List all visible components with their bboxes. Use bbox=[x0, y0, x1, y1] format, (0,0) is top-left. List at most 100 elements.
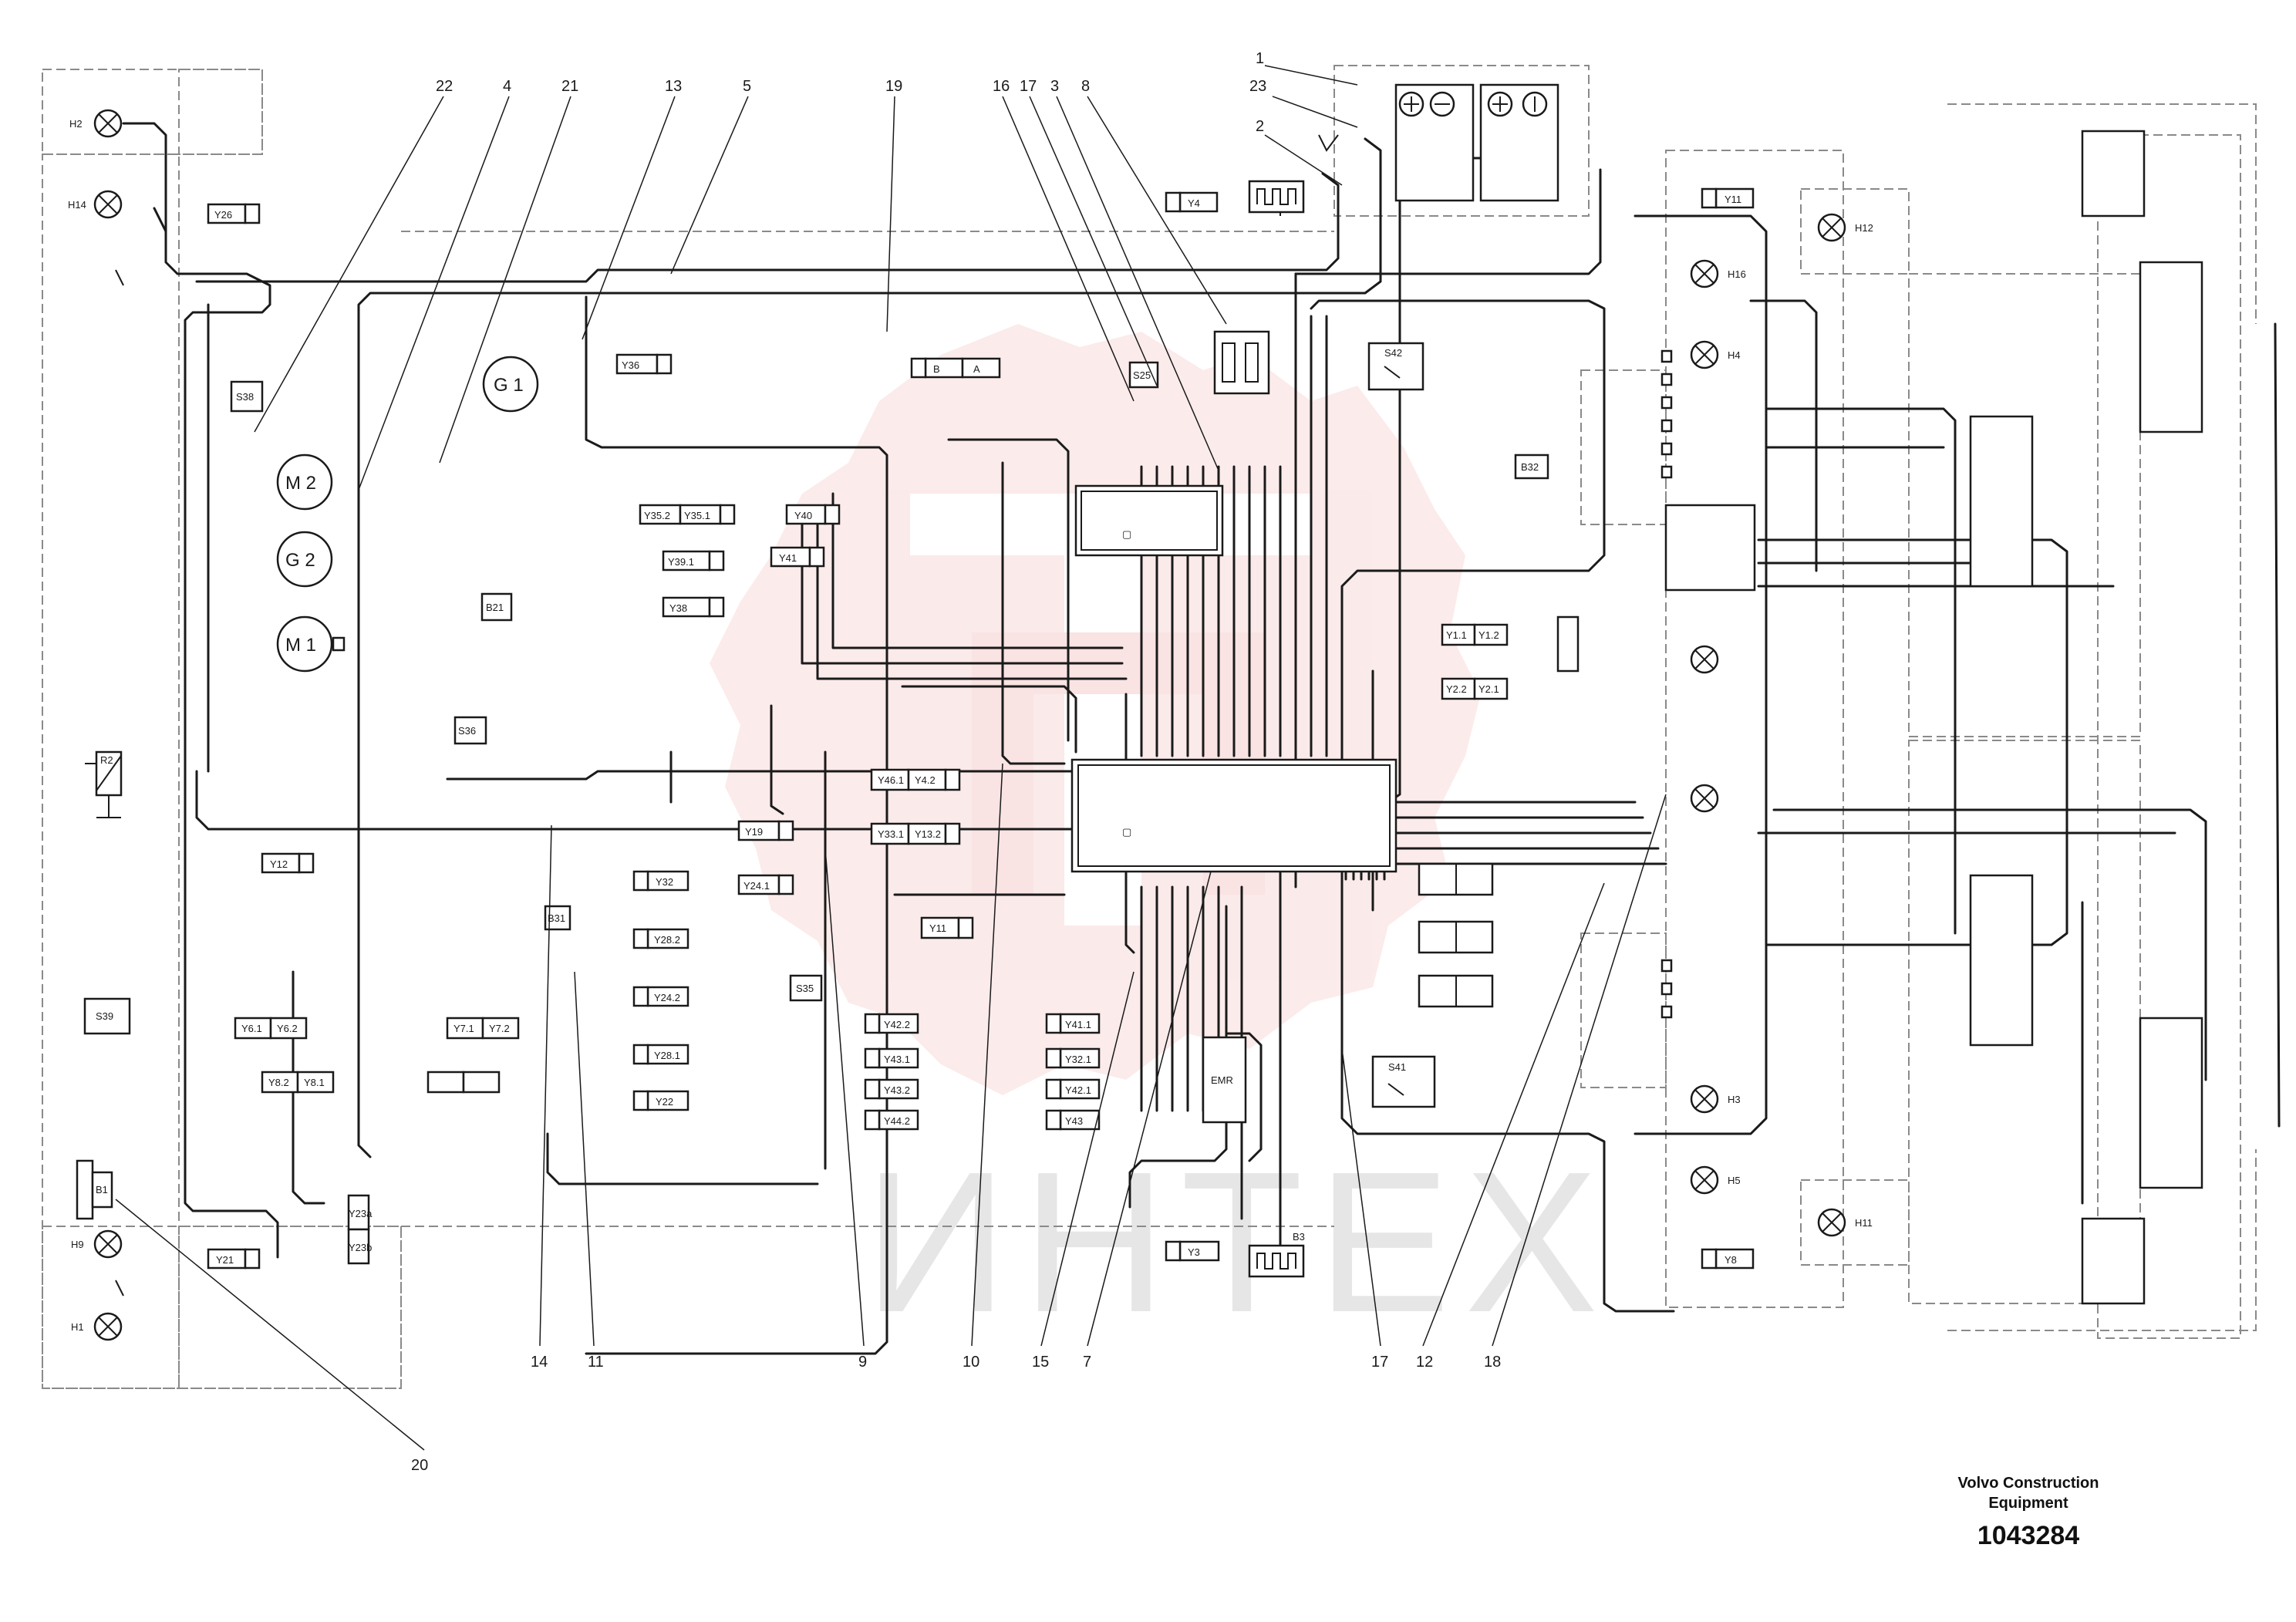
svg-text:Y32: Y32 bbox=[656, 876, 673, 888]
valve-y36: Y36 bbox=[615, 353, 673, 375]
document-number: 1043284 bbox=[1977, 1521, 2080, 1550]
valve-y32: Y32 bbox=[632, 870, 689, 892]
callout-4: 4 bbox=[503, 78, 511, 95]
svg-text:Y21: Y21 bbox=[216, 1254, 234, 1266]
callout-15: 15 bbox=[1032, 1354, 1049, 1371]
title-block: Volvo Construction Equipment 1043284 bbox=[1897, 1473, 2159, 1555]
svg-text:Y4: Y4 bbox=[1188, 197, 1200, 209]
valve-y23: Y23a Y23b bbox=[347, 1194, 373, 1265]
svg-text:Y43.1: Y43.1 bbox=[884, 1054, 910, 1065]
central-ecu: ▢ bbox=[1070, 758, 1397, 873]
valve-stack-y42-y43: Y42.2 Y43.1 Y43.2 Y44.2 bbox=[864, 1013, 919, 1131]
svg-text:Y6.1: Y6.1 bbox=[241, 1023, 262, 1034]
svg-text:M 1: M 1 bbox=[285, 635, 316, 656]
svg-text:Y8: Y8 bbox=[1725, 1254, 1737, 1266]
svg-text:Y35.1: Y35.1 bbox=[684, 510, 710, 521]
svg-text:S36: S36 bbox=[458, 725, 476, 737]
valve-y8: Y8.2 Y8.1 bbox=[261, 1071, 335, 1094]
watermark-text: ИНТЕХ bbox=[864, 1131, 1612, 1354]
valve-y19: Y19 bbox=[737, 820, 794, 841]
svg-text:Y2.1: Y2.1 bbox=[1478, 683, 1499, 695]
valve-y7: Y7.1 Y7.2 bbox=[446, 1017, 520, 1040]
svg-text:Y2.2: Y2.2 bbox=[1446, 683, 1467, 695]
svg-text:Y38: Y38 bbox=[669, 602, 687, 614]
resistor-r2: R2 bbox=[85, 750, 123, 818]
switch-s41: S41 bbox=[1371, 1055, 1436, 1108]
pulse-generator-top bbox=[1248, 180, 1305, 214]
upper-controller: ▢ bbox=[1074, 484, 1224, 557]
callout-18: 18 bbox=[1484, 1354, 1501, 1371]
svg-text:H16: H16 bbox=[1728, 268, 1746, 280]
svg-text:Y41: Y41 bbox=[779, 552, 797, 564]
callout-21: 21 bbox=[561, 78, 578, 95]
svg-text:Y43.2: Y43.2 bbox=[884, 1084, 910, 1096]
svg-text:S25: S25 bbox=[1133, 369, 1151, 381]
valve-y39-1: Y39.1 bbox=[662, 550, 725, 572]
svg-text:B32: B32 bbox=[1521, 461, 1539, 473]
callout-23: 23 bbox=[1249, 78, 1266, 95]
harness-bundle bbox=[801, 315, 1667, 1220]
sensor-s25: S25 bbox=[1128, 361, 1159, 389]
enclosures bbox=[42, 65, 2257, 1389]
callout-2: 2 bbox=[1256, 118, 1264, 135]
svg-text:Y28.2: Y28.2 bbox=[654, 934, 680, 946]
svg-text:Y35.2: Y35.2 bbox=[644, 510, 670, 521]
lamp-h12: H12 bbox=[1817, 213, 1873, 242]
valve-y24-1: Y24.1 bbox=[737, 874, 794, 895]
svg-text:Y13.2: Y13.2 bbox=[915, 828, 941, 840]
switch-s42: S42 bbox=[1367, 342, 1424, 391]
svg-text:Y36: Y36 bbox=[622, 359, 639, 371]
svg-text:G 1: G 1 bbox=[494, 375, 524, 396]
valve-y24-2: Y24.2 bbox=[632, 986, 689, 1007]
callout-12: 12 bbox=[1416, 1354, 1433, 1371]
valve-y16: Y11 bbox=[1701, 187, 1755, 209]
svg-text:H14: H14 bbox=[68, 199, 86, 211]
svg-text:H4: H4 bbox=[1728, 349, 1741, 361]
sensor-s36: S36 bbox=[453, 716, 487, 745]
sensor-s38: S38 bbox=[230, 380, 264, 413]
callout-20: 20 bbox=[411, 1457, 428, 1474]
valve-y7-2-lower bbox=[426, 1071, 501, 1094]
svg-text:A: A bbox=[973, 363, 980, 375]
lamp-h11: H11 bbox=[1817, 1208, 1873, 1237]
svg-text:Y4.2: Y4.2 bbox=[915, 774, 936, 786]
svg-text:Y23b: Y23b bbox=[349, 1242, 372, 1253]
svg-text:Y22: Y22 bbox=[656, 1096, 673, 1108]
valve-y26-top: Y26 bbox=[207, 203, 261, 224]
valve-y4: Y4 bbox=[1165, 191, 1219, 213]
relay-blocks bbox=[1418, 862, 1494, 1008]
generator-g1: G 1 bbox=[482, 356, 539, 413]
svg-text:Y7.2: Y7.2 bbox=[489, 1023, 510, 1034]
lamp-h1: H1 bbox=[71, 1312, 123, 1341]
callout-11: 11 bbox=[588, 1354, 604, 1371]
valve-y46-1: Y46.1 Y4.2 bbox=[870, 768, 961, 791]
horn-b1: B1 bbox=[76, 1159, 113, 1220]
valve-y38: Y38 bbox=[662, 596, 725, 618]
svg-text:S42: S42 bbox=[1384, 347, 1402, 359]
lamp-h9: H9 bbox=[71, 1229, 123, 1259]
svg-text:Y26: Y26 bbox=[214, 209, 232, 221]
callout-14: 14 bbox=[531, 1354, 548, 1371]
lamp-h2: H2 bbox=[69, 109, 123, 138]
svg-text:Y23a: Y23a bbox=[349, 1208, 373, 1219]
callout-labels: 22 4 21 13 5 19 16 17 3 8 1 23 2 14 11 9… bbox=[411, 50, 1501, 1474]
lamp-h4: H4 bbox=[1690, 340, 1741, 369]
generator-g2: G 2 bbox=[276, 531, 333, 588]
battery bbox=[1394, 83, 1559, 202]
callout-8: 8 bbox=[1081, 78, 1090, 95]
svg-text:Y8.1: Y8.1 bbox=[304, 1077, 325, 1088]
right-connector-block bbox=[1660, 130, 2203, 1305]
svg-text:Y11: Y11 bbox=[929, 922, 946, 934]
svg-text:Y1.1: Y1.1 bbox=[1446, 629, 1467, 641]
svg-text:Y44.2: Y44.2 bbox=[884, 1115, 910, 1127]
ecu-emr: EMR bbox=[1202, 1036, 1247, 1124]
sensor-b21: B21 bbox=[480, 592, 513, 622]
svg-text:Y11: Y11 bbox=[1725, 194, 1741, 205]
callout-leaders bbox=[115, 65, 1667, 1451]
svg-text:B31: B31 bbox=[548, 912, 565, 924]
callout-17-top: 17 bbox=[1020, 78, 1037, 95]
svg-text:Y33.1: Y33.1 bbox=[878, 828, 904, 840]
svg-text:B3: B3 bbox=[1293, 1231, 1305, 1243]
callout-10: 10 bbox=[963, 1354, 979, 1371]
